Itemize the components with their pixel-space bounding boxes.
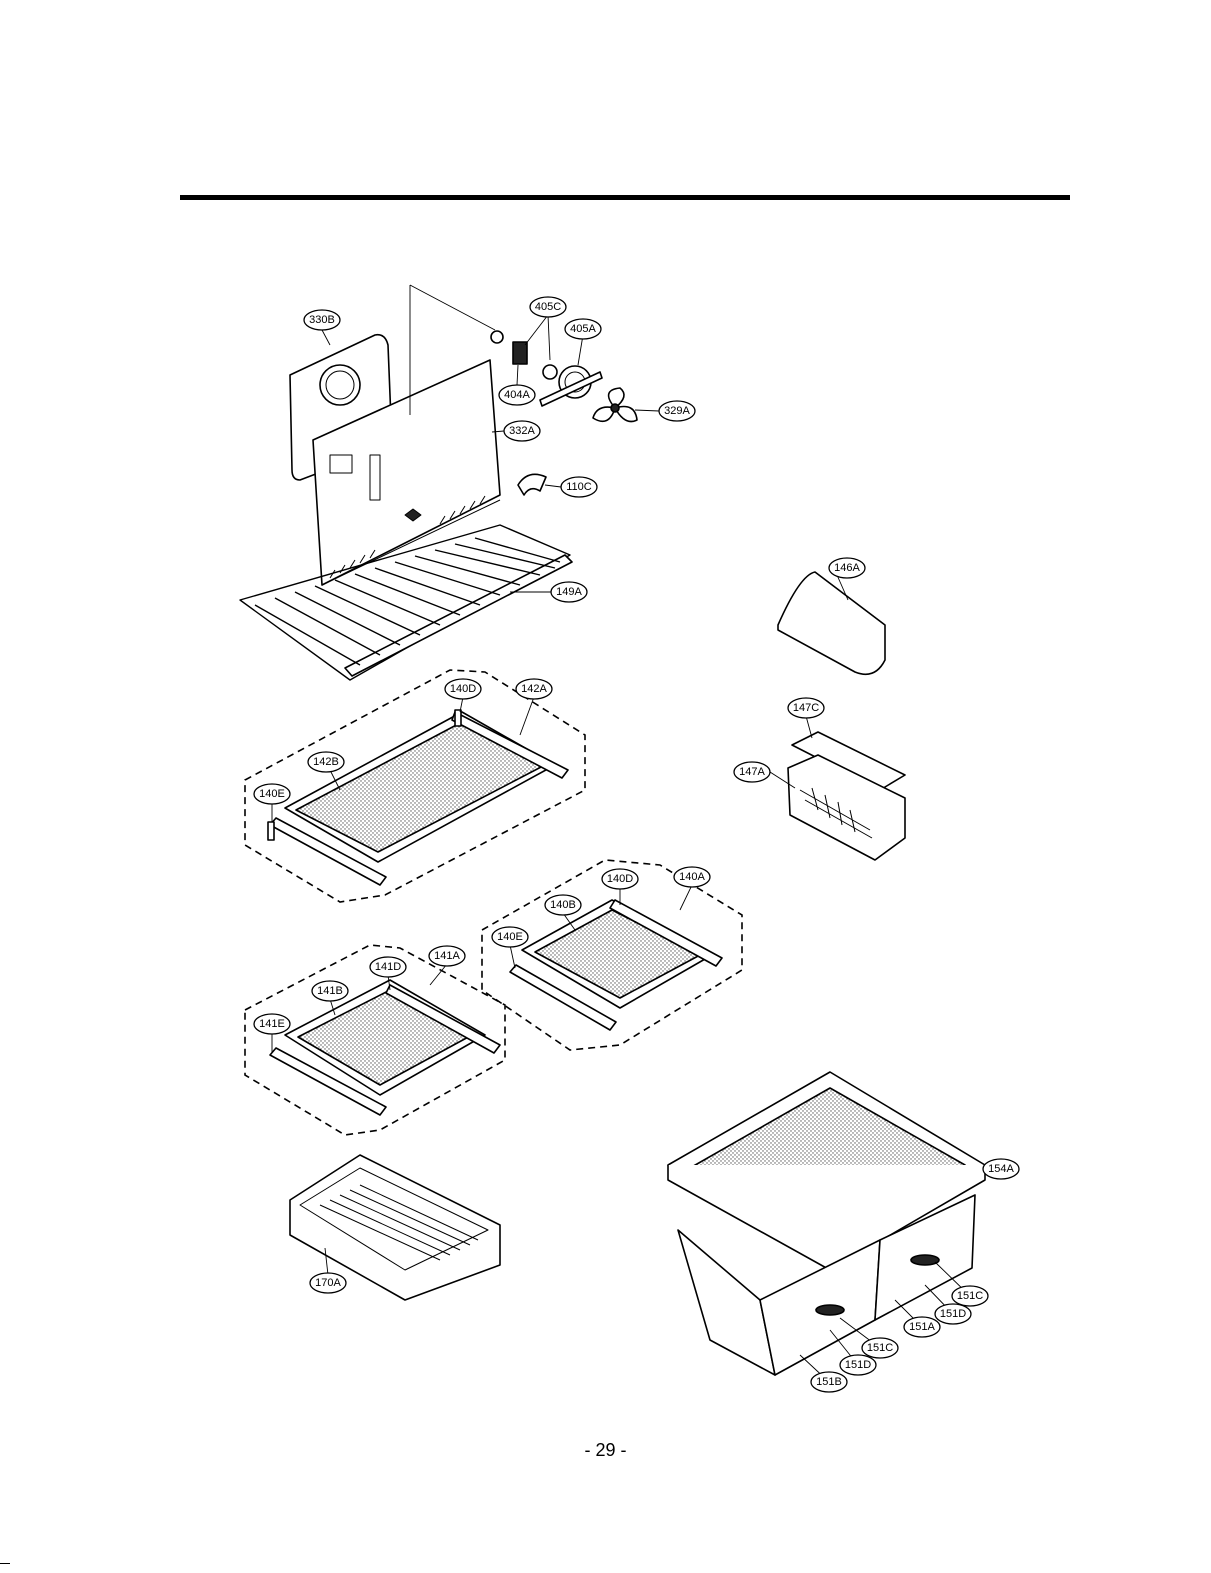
svg-text:151D: 151D — [845, 1359, 871, 1371]
svg-text:140D: 140D — [450, 683, 476, 695]
svg-text:141E: 141E — [259, 1018, 285, 1030]
callout-147c: 147C — [788, 698, 824, 718]
svg-text:405C: 405C — [535, 301, 561, 313]
callout-146a: 146A — [829, 558, 865, 578]
shelf-wire-149a — [240, 525, 572, 680]
callout-140b: 140B — [545, 895, 581, 915]
svg-text:140E: 140E — [497, 931, 523, 943]
callout-405a: 405A — [565, 319, 601, 339]
callout-147a: 147A — [734, 762, 770, 782]
svg-text:332A: 332A — [509, 425, 535, 437]
svg-text:170A: 170A — [315, 1277, 341, 1289]
callout-142a: 142A — [516, 679, 552, 699]
svg-text:151B: 151B — [816, 1376, 842, 1388]
svg-text:141B: 141B — [317, 985, 343, 997]
svg-text:140E: 140E — [259, 788, 285, 800]
dairy-cover-146a — [778, 572, 885, 674]
svg-text:151D: 151D — [940, 1308, 966, 1320]
callout-151c-right: 151C — [952, 1286, 988, 1306]
svg-text:140D: 140D — [607, 873, 633, 885]
svg-text:141A: 141A — [434, 950, 460, 962]
fan-blade-329a — [593, 388, 637, 422]
corner-mark — [0, 1563, 10, 1564]
callout-140e-mid: 140E — [492, 927, 528, 947]
callout-151a: 151A — [904, 1317, 940, 1337]
callout-141d: 141D — [370, 957, 406, 977]
callout-149a: 149A — [551, 582, 587, 602]
svg-text:330B: 330B — [309, 314, 335, 326]
svg-text:140B: 140B — [550, 899, 576, 911]
damper-110c — [518, 474, 546, 495]
callout-142b: 142B — [308, 752, 344, 772]
shelf-142b — [285, 712, 555, 862]
callout-329a: 329A — [659, 401, 695, 421]
callout-141e: 141E — [254, 1014, 290, 1034]
callout-151b: 151B — [811, 1372, 847, 1392]
svg-text:142A: 142A — [521, 683, 547, 695]
callout-140e-top: 140E — [254, 784, 290, 804]
callout-154a: 154A — [983, 1159, 1019, 1179]
callout-405c: 405C — [530, 297, 566, 317]
svg-text:149A: 149A — [556, 586, 582, 598]
callout-140a: 140A — [674, 867, 710, 887]
callout-170a: 170A — [310, 1273, 346, 1293]
svg-text:404A: 404A — [504, 389, 530, 401]
callout-141a: 141A — [429, 946, 465, 966]
callout-404a: 404A — [499, 385, 535, 405]
svg-text:110C: 110C — [566, 481, 592, 493]
callout-151c-left: 151C — [862, 1338, 898, 1358]
callout-140d-mid: 140D — [602, 869, 638, 889]
callout-141b: 141B — [312, 981, 348, 1001]
svg-text:140A: 140A — [679, 871, 705, 883]
callout-151d-right: 151D — [935, 1304, 971, 1324]
svg-text:405A: 405A — [570, 323, 596, 335]
svg-text:151A: 151A — [909, 1321, 935, 1333]
svg-text:147A: 147A — [739, 766, 765, 778]
svg-text:146A: 146A — [834, 562, 860, 574]
svg-text:141D: 141D — [375, 961, 401, 973]
callout-332a: 332A — [504, 421, 540, 441]
callout-151d-left: 151D — [840, 1355, 876, 1375]
svg-text:142B: 142B — [313, 756, 339, 768]
callout-330b: 330B — [304, 310, 340, 330]
page-number: - 29 - — [0, 1440, 1211, 1461]
svg-text:151C: 151C — [957, 1290, 983, 1302]
svg-text:151C: 151C — [867, 1342, 893, 1354]
callout-110c: 110C — [561, 477, 597, 497]
svg-text:147C: 147C — [793, 702, 819, 714]
callout-140d-top: 140D — [445, 679, 481, 699]
svg-text:154A: 154A — [988, 1163, 1014, 1175]
svg-text:329A: 329A — [664, 405, 690, 417]
